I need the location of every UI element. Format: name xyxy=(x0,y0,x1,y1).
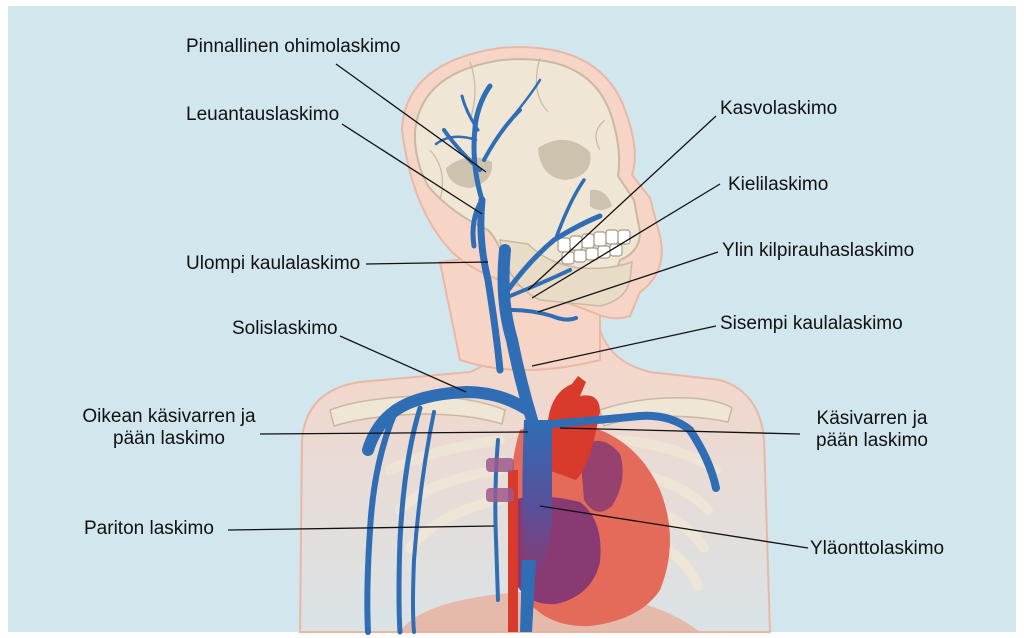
label-external-jugular-vein: Ulompi kaulalaskimo xyxy=(186,253,360,275)
pulmonary-vein-right-lower xyxy=(486,488,514,502)
label-left-brachiocephalic-line2: pään laskimo xyxy=(808,430,936,452)
label-superior-thyroid-vein: Ylin kilpirauhaslaskimo xyxy=(722,240,914,262)
label-retromandibular-vein: Leuantauslaskimo xyxy=(186,104,339,126)
label-facial-vein: Kasvolaskimo xyxy=(720,98,837,120)
label-superficial-temporal-vein: Pinnallinen ohimolaskimo xyxy=(186,36,400,58)
label-internal-jugular-vein: Sisempi kaulalaskimo xyxy=(720,313,903,335)
label-azygos-vein: Pariton laskimo xyxy=(84,518,214,540)
label-left-brachiocephalic-line1: Käsivarren ja xyxy=(808,408,936,430)
label-right-brachiocephalic-line1: Oikean käsivarren ja xyxy=(82,406,256,428)
label-lingual-vein: Kielilaskimo xyxy=(728,174,828,196)
label-right-brachiocephalic-vein: Oikean käsivarren ja pään laskimo xyxy=(82,406,256,450)
label-left-brachiocephalic-vein: Käsivarren ja pään laskimo xyxy=(808,408,936,452)
label-subclavian-vein: Solislaskimo xyxy=(232,318,338,340)
pulmonary-vein-right-upper xyxy=(486,458,514,472)
label-right-brachiocephalic-line2: pään laskimo xyxy=(82,428,256,450)
label-superior-vena-cava: Yläonttolaskimo xyxy=(810,538,944,560)
